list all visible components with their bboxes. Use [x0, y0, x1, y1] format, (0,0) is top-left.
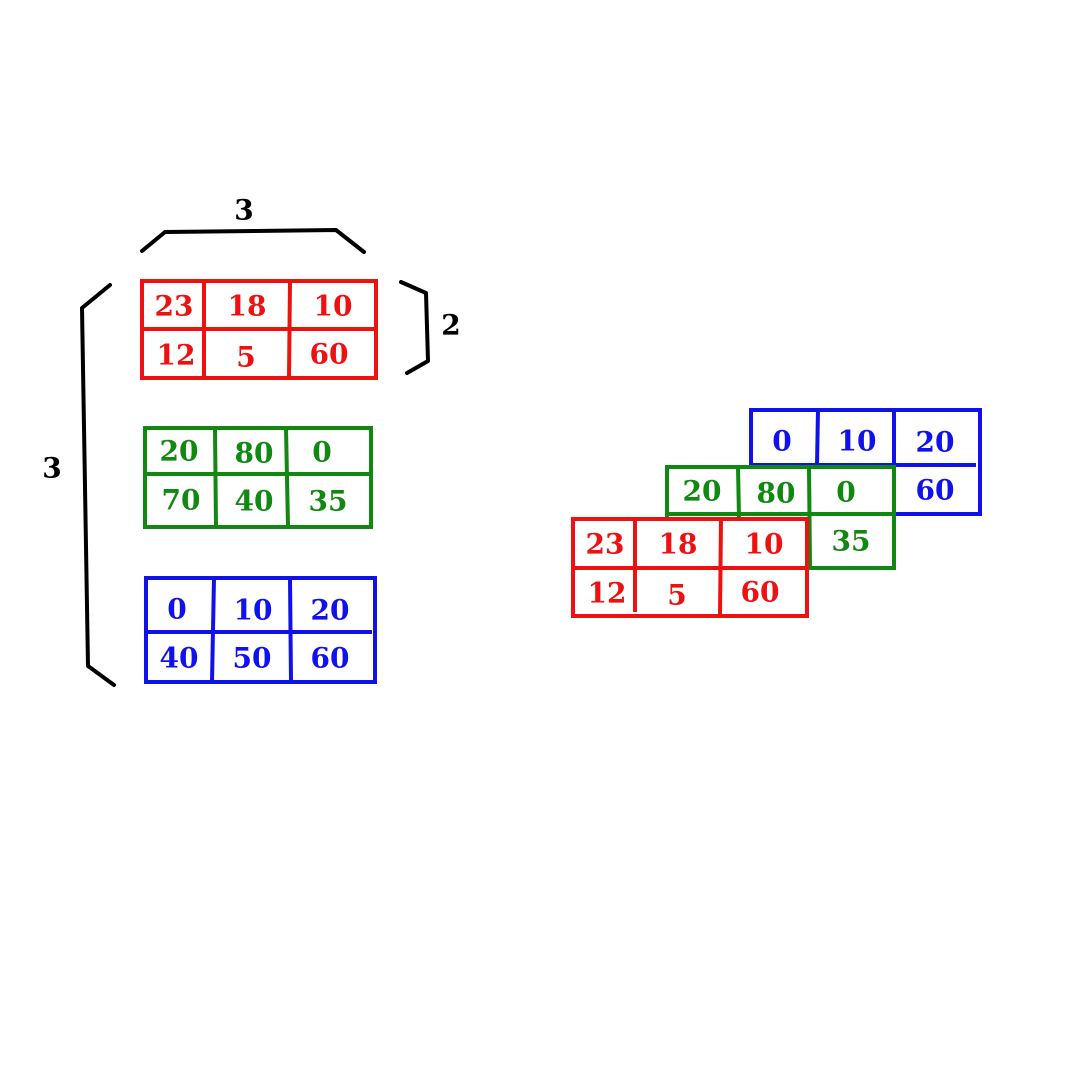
green-cell-1-1: 40	[235, 485, 274, 518]
red-cell-1-0: 12	[157, 339, 196, 372]
green-cell-0-1: 80	[235, 437, 274, 470]
green-cell-1-2: 35	[309, 485, 348, 518]
blue-cell-0-1: 10	[234, 594, 273, 627]
cols-label: 3	[234, 194, 253, 227]
stack-blue: 0 10 20 60	[749, 408, 982, 516]
blue-cell-0-2: 20	[311, 594, 350, 627]
stack-red-cell-1-1: 5	[667, 579, 686, 612]
blue-cell-0-0: 0	[167, 593, 186, 626]
rows-label: 2	[441, 309, 460, 342]
green-cell-0-0: 20	[160, 435, 199, 468]
stack-red-cell-0-1: 18	[659, 528, 698, 561]
blue-cell-1-2: 60	[311, 642, 350, 675]
depth-brace	[80, 283, 116, 687]
matrix-blue: 0 10 20 40 50 60	[144, 576, 377, 684]
stack-green-cell-0-2: 0	[836, 476, 855, 509]
green-cell-1-0: 70	[162, 484, 201, 517]
blue-cell-1-1: 50	[233, 642, 272, 675]
stack-blue-cell-1-2: 60	[916, 474, 955, 507]
rows-brace	[399, 280, 430, 375]
stack-red-cell-0-0: 23	[586, 528, 625, 561]
green-cell-0-2: 0	[312, 436, 331, 469]
stack-blue-cell-0-0: 0	[772, 425, 791, 458]
stack-blue-cell-0-1: 10	[838, 425, 877, 458]
cols-brace	[140, 228, 366, 254]
blue-cell-1-0: 40	[160, 642, 199, 675]
red-cell-0-0: 23	[155, 290, 194, 323]
matrix-red: 23 18 10 12 5 60	[140, 279, 378, 380]
red-cell-0-2: 10	[314, 290, 353, 323]
stack-green-cell-0-1: 80	[757, 477, 796, 510]
stack-red-cell-1-0: 12	[588, 577, 627, 610]
stack-blue-cell-0-2: 20	[916, 426, 955, 459]
red-cell-0-1: 18	[228, 290, 267, 323]
stack-red-cell-0-2: 10	[745, 528, 784, 561]
depth-label: 3	[42, 452, 61, 485]
stack-green: 20 80 0 35	[665, 465, 896, 570]
matrix-green: 20 80 0 70 40 35	[143, 426, 373, 529]
stack-red-cell-1-2: 60	[741, 576, 780, 609]
stack-green-cell-0-0: 20	[683, 475, 722, 508]
stack-red: 23 18 10 12 5 60	[571, 517, 809, 618]
stack-green-cell-1-2: 35	[832, 525, 871, 558]
red-cell-1-2: 60	[310, 338, 349, 371]
red-cell-1-1: 5	[236, 341, 255, 374]
